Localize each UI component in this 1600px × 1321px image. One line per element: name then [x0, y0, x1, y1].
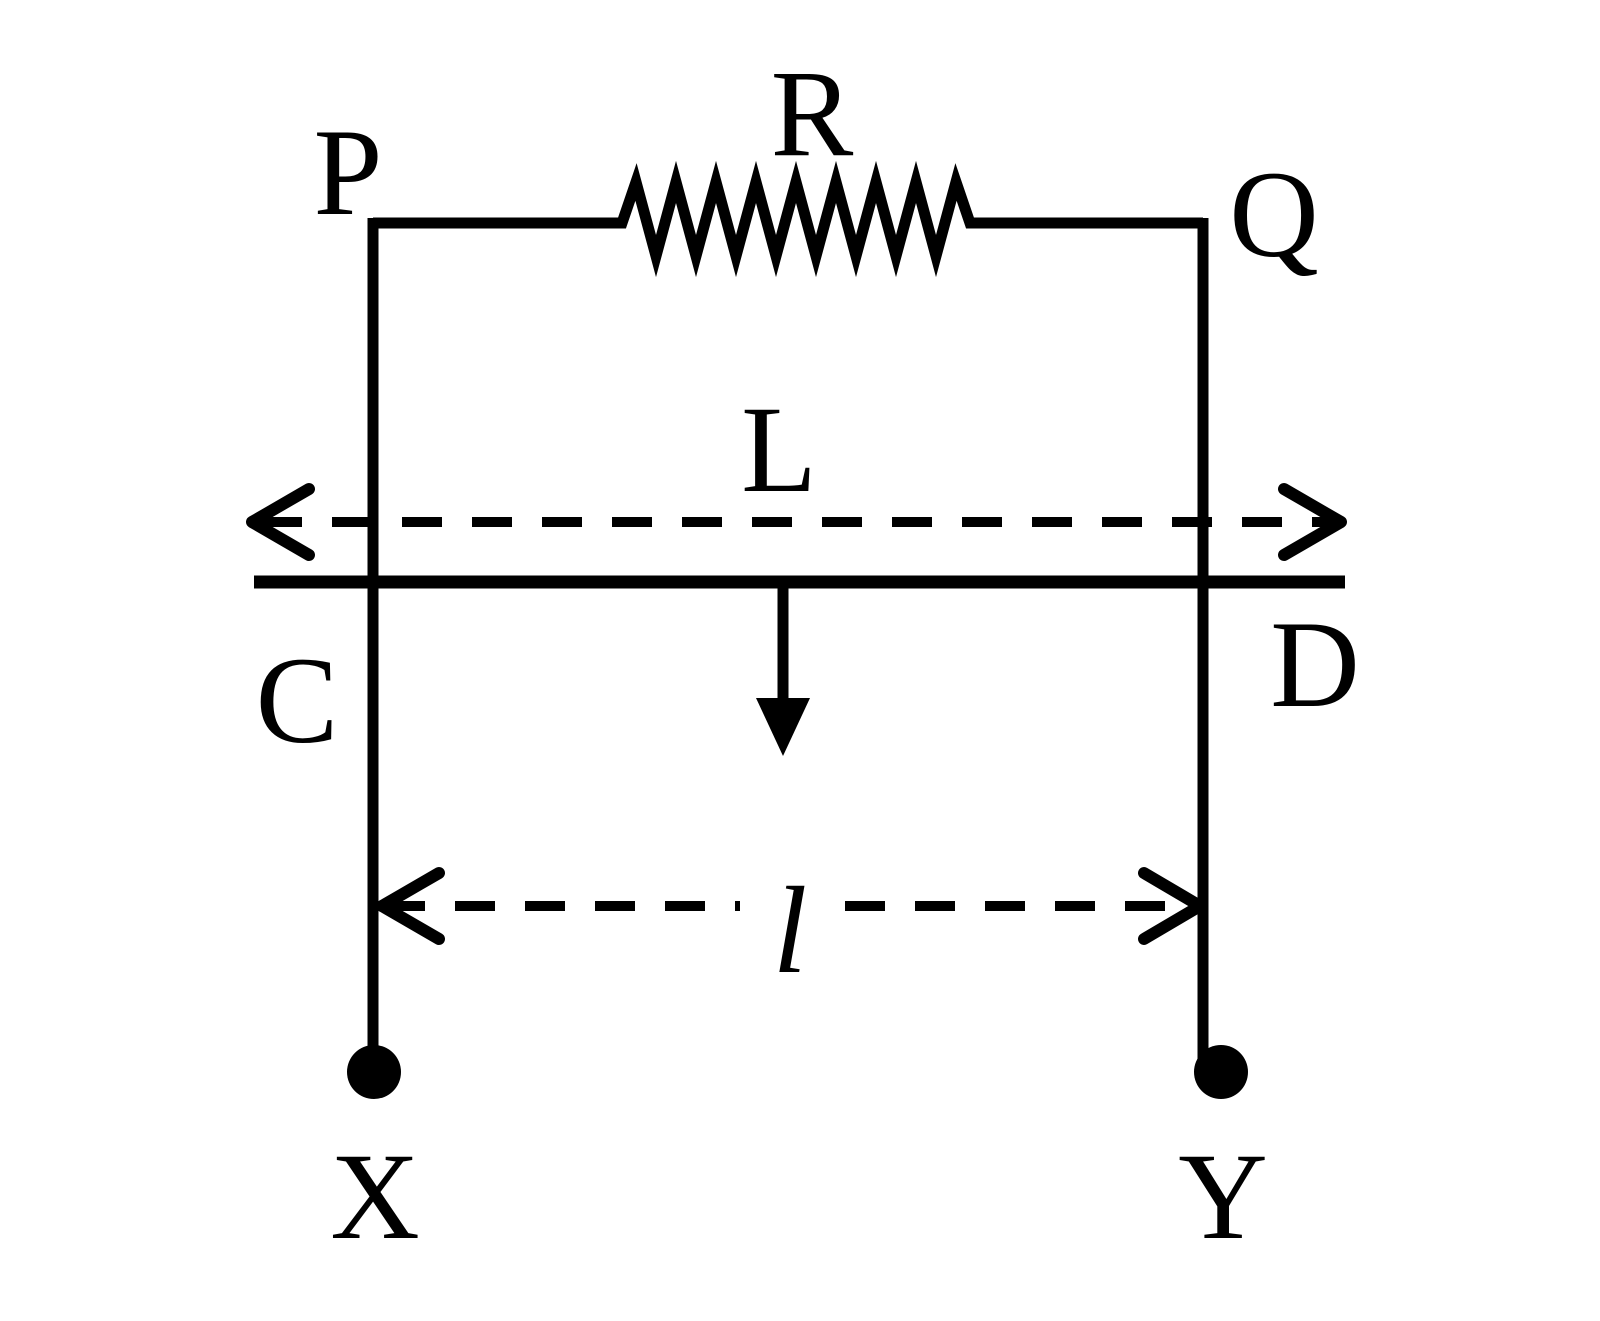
- rail-separation-right-arrowhead: [1138, 867, 1206, 945]
- top-wire: [373, 160, 1203, 278]
- terminal-x-dot: [347, 1045, 401, 1099]
- label-r: R: [771, 45, 854, 182]
- label-l-rod: L: [741, 381, 817, 518]
- rod-length-right-arrowhead: [1278, 483, 1347, 561]
- label-d: D: [1270, 596, 1360, 733]
- rail-separation-left-arrowhead: [376, 867, 445, 945]
- label-x: X: [330, 1128, 420, 1265]
- rod-length-left-arrowhead: [246, 483, 315, 561]
- label-p: P: [314, 104, 383, 241]
- terminal-y-dot: [1194, 1045, 1248, 1099]
- label-l-separation: l: [773, 862, 807, 999]
- label-y: Y: [1178, 1128, 1268, 1265]
- velocity-arrowhead: [756, 698, 810, 756]
- label-c: C: [256, 632, 339, 769]
- label-q: Q: [1229, 146, 1319, 283]
